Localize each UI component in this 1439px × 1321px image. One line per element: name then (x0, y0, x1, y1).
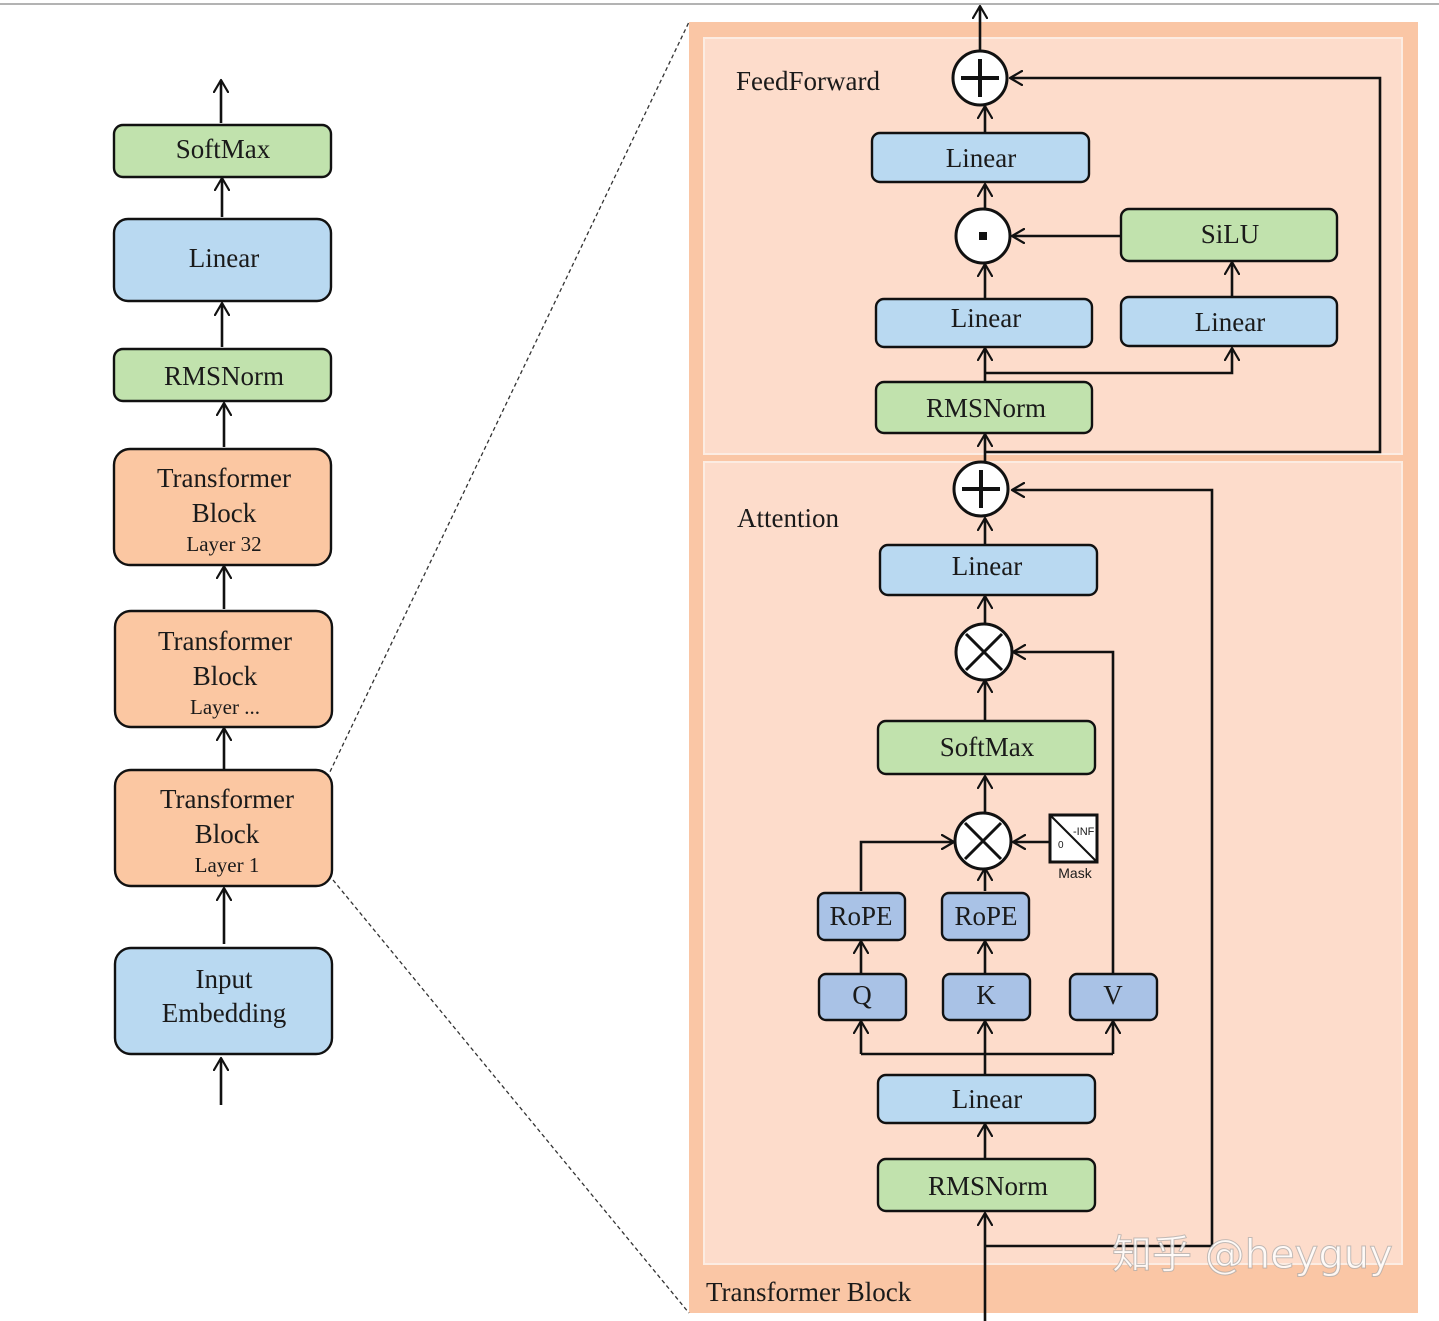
arrow-to-linear-right (985, 348, 1232, 375)
left-block1-line1: Transformer (160, 784, 294, 814)
attn-k-label: K (976, 980, 996, 1010)
attn-linear-in-label: Linear (952, 1084, 1022, 1114)
ff-linear-out-box: Linear (870, 131, 1091, 184)
ff-silu-label: SiLU (1201, 219, 1260, 249)
left-embedding-box: Input Embedding (113, 946, 334, 1056)
left-rmsnorm-label: RMSNorm (164, 361, 284, 391)
attn-matmul-v-icon (954, 622, 1014, 682)
left-block32-line2: Block (192, 498, 257, 528)
left-block32-line1: Transformer (157, 463, 291, 493)
mask-zero-label: 0 (1058, 840, 1064, 851)
watermark: 知乎 @heyguy (1112, 1232, 1393, 1278)
ff-rmsnorm-box: RMSNorm (874, 380, 1094, 435)
attn-softmax-label: SoftMax (940, 732, 1035, 762)
attn-matmul-qk-icon (953, 811, 1013, 871)
attention-residual-line (985, 490, 1214, 1248)
zoom-line-top (326, 21, 690, 779)
ff-add-icon (951, 49, 1009, 107)
left-block32-line3: Layer 32 (186, 532, 261, 556)
attn-linear-out-label: Linear (952, 551, 1022, 581)
left-linear-box: Linear (112, 217, 333, 303)
attn-v-box: V (1068, 972, 1159, 1022)
attn-k-box: K (941, 972, 1032, 1022)
ff-mult-dot-icon (954, 207, 1012, 265)
attn-v-label: V (1103, 980, 1123, 1010)
attn-rope-k-box: RoPE (940, 891, 1031, 942)
attn-rope-k-label: RoPE (954, 901, 1017, 931)
ff-linear-right-label: Linear (1195, 307, 1265, 337)
attn-rope-q-label: RoPE (829, 901, 892, 931)
ff-rmsnorm-label: RMSNorm (926, 393, 1046, 423)
ff-silu-box: SiLU (1119, 207, 1339, 263)
attn-add-icon (952, 460, 1010, 518)
mask-label: Mask (1058, 865, 1092, 881)
ff-linear-left-label: Linear (951, 303, 1021, 333)
ff-linear-left-box: Linear (874, 297, 1094, 349)
left-block-mid-line2: Block (193, 661, 258, 691)
left-block32-box: Transformer Block Layer 32 (112, 447, 333, 567)
ff-linear-out-label: Linear (946, 143, 1016, 173)
left-block1-line2: Block (195, 819, 260, 849)
left-embedding-line2: Embedding (162, 998, 286, 1028)
left-block-mid-line3: Layer ... (190, 695, 260, 719)
attn-rope-q-box: RoPE (816, 891, 907, 942)
left-rmsnorm-box: RMSNorm (112, 347, 333, 403)
transformer-block-title: Transformer Block (706, 1277, 912, 1307)
attn-rmsnorm-label: RMSNorm (928, 1171, 1048, 1201)
left-softmax-label: SoftMax (176, 134, 271, 164)
mask-top-label: -INF (1073, 826, 1095, 838)
left-block1-line3: Layer 1 (195, 853, 260, 877)
left-linear-label: Linear (189, 243, 259, 273)
attn-softmax-box: SoftMax (876, 719, 1097, 776)
ff-residual-line (985, 78, 1382, 454)
attn-q-box: Q (817, 972, 908, 1022)
left-softmax-box: SoftMax (112, 123, 333, 179)
attention-title: Attention (737, 503, 839, 533)
ff-linear-right-box: Linear (1119, 295, 1339, 348)
left-block1-box: Transformer Block Layer 1 (113, 768, 334, 888)
left-block-mid-box: Transformer Block Layer ... (113, 609, 334, 729)
attn-q-label: Q (852, 980, 872, 1010)
attn-mask-icon: -INF 0 Mask (1048, 813, 1099, 881)
attn-rmsnorm-box: RMSNorm (876, 1157, 1097, 1213)
connection-lines (221, 6, 1382, 1321)
left-embedding-line1: Input (196, 964, 253, 994)
left-block-mid-line1: Transformer (158, 626, 292, 656)
attn-linear-in-box: Linear (876, 1073, 1097, 1125)
feedforward-title: FeedForward (736, 66, 880, 96)
arrow-v-to-matmul (1013, 652, 1115, 973)
arrow-rope-q-to-matmul (859, 842, 954, 891)
attn-linear-out-box: Linear (878, 543, 1099, 597)
zoom-line-bottom (332, 879, 690, 1314)
